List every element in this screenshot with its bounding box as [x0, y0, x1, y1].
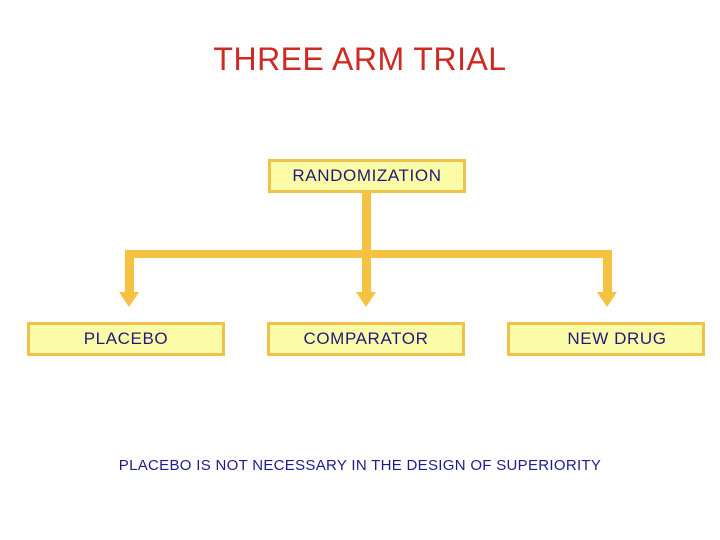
arrow-down-icon-comparator — [356, 292, 376, 307]
page-title: THREE ARM TRIAL — [213, 41, 507, 77]
node-randomization[interactable]: RANDOMIZATION — [268, 159, 466, 193]
node-comparator-label: COMPARATOR — [303, 329, 429, 348]
node-new-drug[interactable]: NEW DRUG — [507, 322, 705, 356]
slide-caption: PLACEBO IS NOT NECESSARY IN THE DESIGN O… — [118, 457, 602, 474]
connector-stem-randomization — [362, 193, 371, 251]
arrow-down-icon-placebo — [119, 292, 139, 307]
node-placebo[interactable]: PLACEBO — [27, 322, 225, 356]
connector-drop-new-drug — [603, 252, 612, 294]
connector-drop-placebo — [125, 252, 134, 294]
node-comparator[interactable]: COMPARATOR — [267, 322, 465, 356]
arrow-down-icon-new-drug — [597, 292, 617, 307]
node-new-drug-label: NEW DRUG — [567, 329, 667, 348]
connector-drop-comparator — [362, 252, 371, 294]
node-placebo-label: PLACEBO — [83, 329, 169, 348]
node-randomization-label: RANDOMIZATION — [292, 166, 442, 185]
